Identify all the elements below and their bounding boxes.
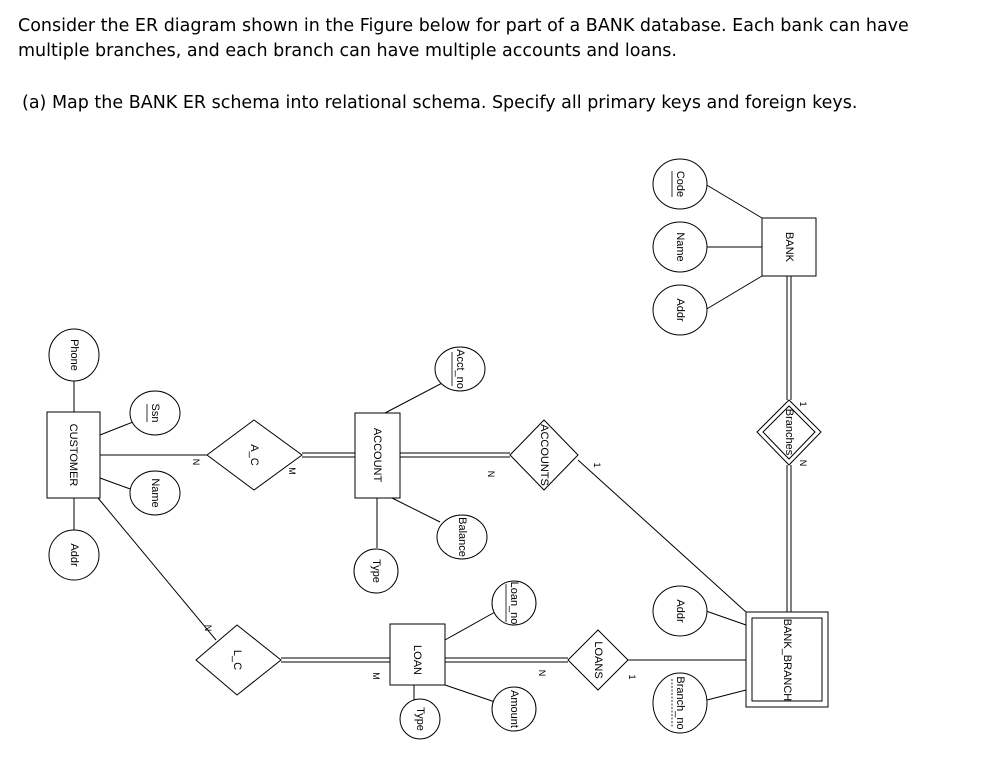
attribute-bank-addr: Addr bbox=[652, 284, 708, 336]
attribute-branch-no-label: Branch_no bbox=[674, 676, 686, 729]
entity-bank: BANK bbox=[761, 217, 817, 277]
cardinality-accounts-account: N bbox=[486, 471, 496, 478]
relationship-accounts-label: ACCOUNTS bbox=[538, 424, 550, 486]
entity-customer-label: CUSTOMER bbox=[67, 424, 79, 487]
entity-bank-label: BANK bbox=[783, 232, 795, 263]
attribute-customer-phone-label: Phone bbox=[68, 339, 80, 371]
attribute-branch-addr: Addr bbox=[652, 585, 708, 637]
attribute-loan-no: Loan_no bbox=[491, 580, 537, 626]
relationship-loans: LOANS bbox=[567, 629, 629, 691]
entity-account: ACCOUNT bbox=[354, 412, 401, 499]
entity-loan-label: LOAN bbox=[411, 645, 423, 675]
attribute-bank-addr-label: Addr bbox=[674, 298, 686, 322]
attribute-acct-no: Acct_no bbox=[434, 346, 486, 392]
relationship-a-c: A_C bbox=[206, 419, 303, 491]
relationship-l-c-label: L_C bbox=[231, 650, 243, 670]
relationship-branches-label: Branches bbox=[783, 409, 795, 456]
attribute-account-balance: Balance bbox=[436, 514, 488, 560]
attribute-customer-name-label: Name bbox=[149, 478, 161, 507]
attribute-customer-ssn: Ssn bbox=[129, 390, 181, 436]
entity-bank-branch: BANK_BRANCH bbox=[745, 611, 829, 708]
cardinality-lc-customer: N bbox=[203, 625, 213, 632]
relationship-l-c: L_C bbox=[195, 624, 282, 696]
entity-account-label: ACCOUNT bbox=[371, 428, 383, 483]
cardinality-branches-bank: 1 bbox=[798, 401, 808, 406]
entity-bank-branch-label: BANK_BRANCH bbox=[781, 619, 793, 702]
entity-loan: LOAN bbox=[389, 623, 446, 686]
attribute-customer-name: Name bbox=[129, 470, 181, 516]
entity-customer: CUSTOMER bbox=[46, 411, 101, 499]
attribute-customer-phone: Phone bbox=[48, 328, 100, 382]
cardinality-ac-customer: N bbox=[191, 459, 201, 466]
attribute-account-type-label: Type bbox=[370, 559, 382, 583]
attribute-branch-addr-label: Addr bbox=[674, 599, 686, 623]
attribute-branch-no: Branch_no bbox=[652, 672, 708, 734]
cardinality-accounts-branch: 1 bbox=[592, 462, 602, 467]
attribute-bank-name-label: Name bbox=[674, 232, 686, 261]
attribute-loan-type: Type bbox=[399, 698, 441, 740]
attribute-bank-code-label: Code bbox=[674, 171, 686, 197]
relationship-a-c-label: A_C bbox=[248, 444, 260, 465]
attribute-customer-addr-label: Addr bbox=[68, 543, 80, 567]
cardinality-labels: 1 N 1 N 1 N N M N M bbox=[191, 401, 808, 679]
attribute-acct-no-label: Acct_no bbox=[454, 349, 466, 389]
diagram-connectors bbox=[73, 183, 792, 703]
attribute-loan-amount-label: Amount bbox=[508, 690, 520, 728]
cardinality-lc-loan: M bbox=[371, 672, 381, 680]
attribute-customer-addr: Addr bbox=[48, 529, 100, 581]
relationship-accounts: ACCOUNTS bbox=[509, 419, 579, 491]
attribute-loan-amount: Amount bbox=[491, 686, 537, 732]
cardinality-ac-account: M bbox=[287, 467, 297, 475]
attribute-account-type: Type bbox=[353, 548, 399, 594]
attribute-bank-code: Code bbox=[652, 158, 708, 210]
attribute-loan-no-label: Loan_no bbox=[508, 582, 520, 625]
question-a: (a) Map the BANK ER schema into relation… bbox=[22, 93, 858, 113]
relationship-branches: Branches bbox=[756, 399, 822, 466]
attribute-loan-type-label: Type bbox=[414, 707, 426, 731]
attribute-customer-ssn-label: Ssn bbox=[149, 404, 161, 423]
problem-statement: Consider the ER diagram shown in the Fig… bbox=[18, 16, 909, 61]
relationship-loans-label: LOANS bbox=[592, 641, 604, 678]
cardinality-branches-branch: N bbox=[798, 460, 808, 467]
cardinality-loans-branch: 1 bbox=[627, 674, 637, 679]
attribute-bank-name: Name bbox=[652, 221, 708, 273]
cardinality-loans-loan: N bbox=[537, 670, 547, 677]
attribute-account-balance-label: Balance bbox=[456, 517, 468, 557]
